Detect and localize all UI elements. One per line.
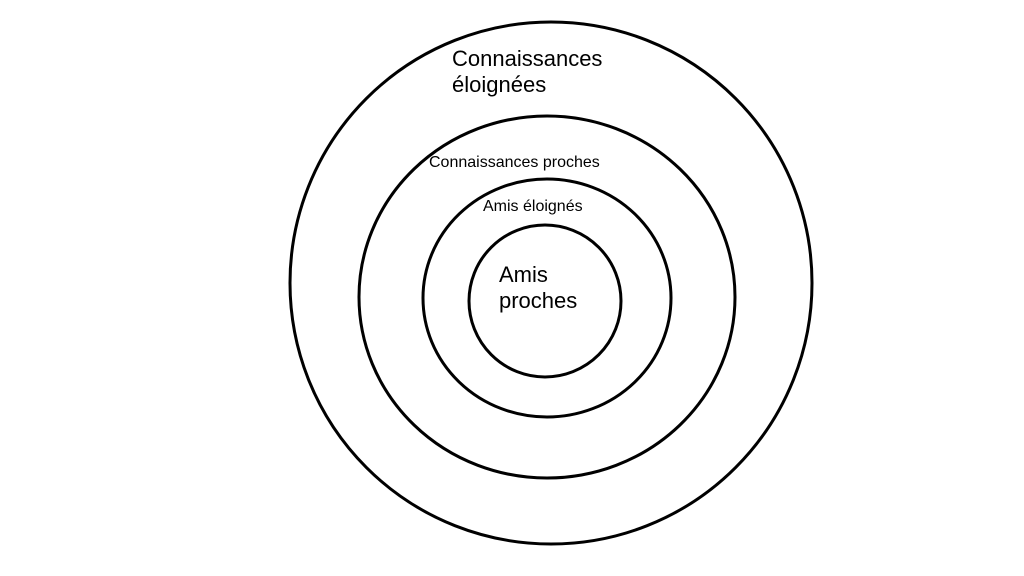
ring-amis-eloignes	[421, 177, 673, 419]
label-line: Amis	[499, 262, 548, 287]
ring-connaissances-proches	[357, 114, 737, 480]
label-line: proches	[499, 288, 578, 314]
label-amis-eloignes: Amis éloignés	[483, 198, 583, 215]
label-line: éloignées	[452, 72, 547, 98]
label-connaissances-proches: Connaissances proches	[429, 154, 600, 171]
ring-amis-proches	[467, 223, 623, 379]
label-line: Connaissances	[452, 46, 603, 71]
label-connaissances-eloignees: Connaissances éloignées	[452, 46, 602, 99]
label-amis-proches: Amis proches	[499, 262, 577, 315]
ring-connaissances-eloignees	[288, 20, 814, 546]
